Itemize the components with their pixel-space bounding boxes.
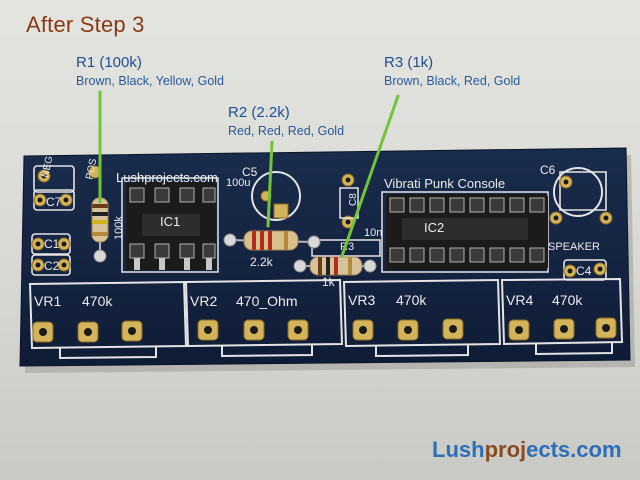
silk-ic1: IC1 (160, 214, 180, 229)
silk-brand: Lushprojects.com (116, 170, 218, 185)
pot-vr1-value: 470k (82, 293, 113, 309)
brand-part-3: ects.com (526, 437, 622, 462)
annotation-r1-heading: R1 (100k) (76, 54, 142, 71)
brand-part-1: Lush (432, 437, 485, 462)
silk-neg: NEG (40, 155, 55, 179)
silk-c5: C5 (242, 165, 258, 179)
silk-speaker: SPEAKER (548, 241, 600, 253)
silk-c8: C8 (348, 193, 359, 206)
silk-ic2: IC2 (424, 220, 444, 235)
resistor-r2 (223, 230, 321, 251)
silk-100k: 100k (113, 216, 125, 240)
silk-pos: POS (84, 157, 99, 180)
silk-10n: 10n (364, 227, 382, 239)
annotation-r1-colors: Brown, Black, Yellow, Gold (76, 74, 224, 88)
resistor-r3 (293, 256, 377, 276)
pot-vr2-value: 470_Ohm (236, 293, 297, 309)
silk-c7: C7 (46, 195, 62, 209)
brand-part-2: proj (484, 437, 527, 462)
resistor-r1 (91, 172, 109, 263)
pot-vr1-name: VR1 (34, 293, 61, 309)
annotation-leaders (98, 90, 400, 258)
silk-c2: C2 (44, 259, 60, 273)
silk-2-2k: 2.2k (250, 255, 274, 269)
pot-vr3-value: 470k (396, 292, 427, 308)
silk-1k: 1k (322, 275, 336, 289)
silk-c1: C1 (44, 237, 60, 251)
ic1-socket (121, 177, 219, 273)
silk-project: Vibrati Punk Console (384, 176, 505, 191)
silk-c4: C4 (576, 264, 592, 278)
annotation-r2-heading: R2 (2.2k) (228, 104, 290, 121)
ic2-socket (381, 191, 549, 273)
pot-vr2-name: VR2 (190, 293, 217, 309)
pot-vr4-value: 470k (552, 292, 583, 308)
pot-pads (32, 317, 617, 343)
annotation-r3-colors: Brown, Black, Red, Gold (384, 74, 521, 88)
pot-vr4-name: VR4 (506, 292, 533, 308)
silk-c5-value: 100u (226, 177, 250, 189)
annotation-r3-heading: R3 (1k) (384, 54, 434, 71)
brand-watermark: Lushprojects.com (432, 437, 622, 463)
pot-vr3-name: VR3 (348, 292, 375, 308)
page-title: After Step 3 (26, 12, 145, 37)
silk-c6: C6 (540, 163, 556, 177)
annotation-r2-colors: Red, Red, Red, Gold (228, 124, 345, 138)
